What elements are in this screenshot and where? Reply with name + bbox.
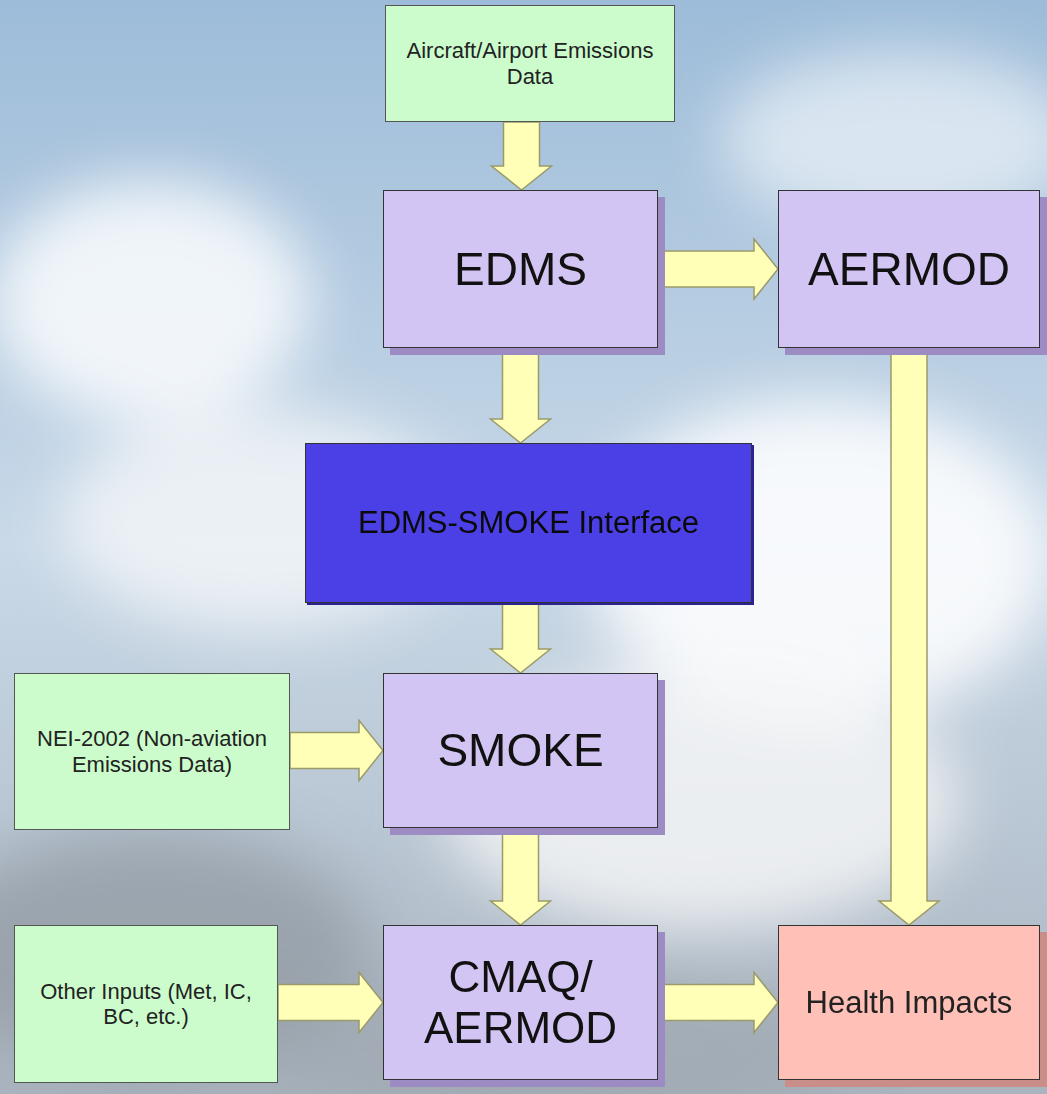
node-label: EDMS [454,243,587,296]
process-box: EDMS [383,190,658,348]
input-box: NEI-2002 (Non-aviation Emissions Data) [14,673,290,830]
node-label: NEI-2002 (Non-aviation Emissions Data) [27,726,277,777]
node-label: EDMS-SMOKE Interface [358,505,699,541]
clouds [0,50,1047,1094]
node-label: Aircraft/Airport Emissions Data [398,38,662,89]
node-label: Health Impacts [806,985,1013,1021]
block-arrow [278,973,383,1033]
block-arrow [491,828,551,925]
process-box: SMOKE [383,673,658,828]
interface-box: EDMS-SMOKE Interface [305,443,752,603]
block-arrow [491,348,551,443]
output-box: Health Impacts [778,925,1040,1080]
block-arrow [492,122,552,190]
block-arrow [491,603,551,673]
process-box: AERMOD [778,190,1040,348]
block-arrow [290,721,383,781]
node-label: Other Inputs (Met, IC, BC, etc.) [27,979,265,1030]
node-label: SMOKE [437,724,603,777]
block-arrow [658,973,778,1033]
input-box: Other Inputs (Met, IC, BC, etc.) [14,925,278,1083]
node-label: CMAQ/ AERMOD [396,952,645,1053]
input-box: Aircraft/Airport Emissions Data [385,5,675,122]
block-arrow [879,348,939,925]
process-box: CMAQ/ AERMOD [383,925,658,1080]
node-label: AERMOD [808,243,1010,296]
block-arrow [658,239,778,299]
